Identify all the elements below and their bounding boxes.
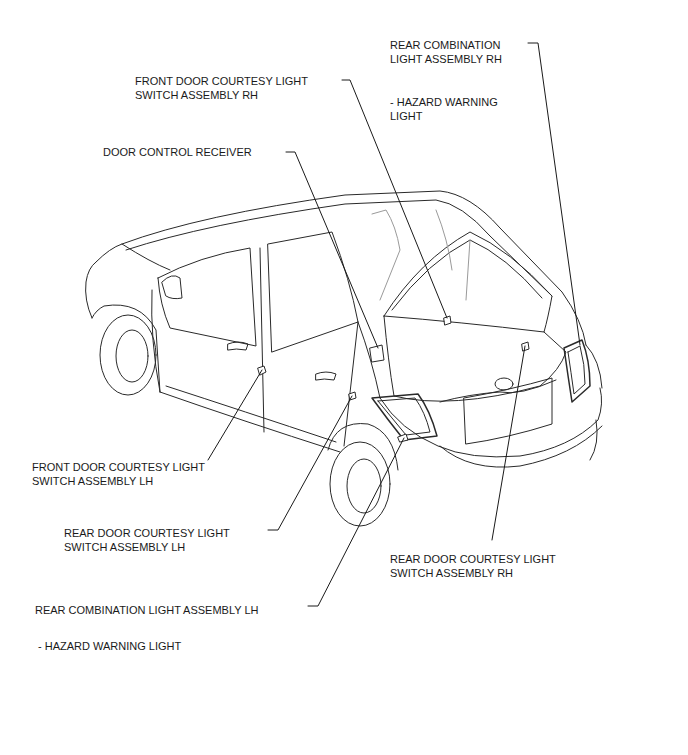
leader-lines [208,43,580,606]
tail-lights [372,340,590,440]
car-body [466,240,470,300]
car-body [464,378,552,444]
car-body [166,386,336,442]
car-body [344,322,358,446]
car-body [92,305,160,392]
part-label: REAR COMBINATION LIGHT ASSEMBLY RH [390,38,515,66]
tail-lights [372,394,437,440]
part-label: FRONT DOOR COURTESY LIGHT SWITCH ASSEMBL… [32,460,227,488]
car-body [392,240,542,310]
car-body [160,392,340,452]
car-body [122,244,170,270]
car-body [495,378,513,390]
car-body [268,232,358,352]
car-body [86,262,96,318]
function-note: - HAZARD WARNING LIGHT [38,639,181,653]
tail-lights [568,346,585,394]
car-body [158,248,256,346]
parts [522,342,529,351]
leader-lines [492,346,525,540]
parts [444,316,451,325]
function-note: - HAZARD WARNING LIGHT [390,95,515,123]
car-body [100,315,156,395]
car-body [436,210,452,270]
parts [370,345,384,362]
leader-lines [528,43,580,345]
parts [258,316,529,442]
leader-lines [268,396,352,530]
tail-lights [378,398,430,435]
part-label: REAR DOOR COURTESY LIGHT SWITCH ASSEMBLY… [390,552,585,580]
car-body [384,316,566,401]
car-body [316,372,336,380]
car-body [440,426,602,467]
car-body [96,191,586,345]
car-body [228,342,248,350]
leader-lines [208,370,262,460]
part-label: DOOR CONTROL RECEIVER [103,145,252,159]
car-body [152,290,160,392]
car-body [126,200,552,296]
part-label: REAR DOOR COURTESY LIGHT SWITCH ASSEMBLY… [64,526,259,554]
tail-lights [564,340,590,402]
car-body [347,459,381,513]
car-body [260,248,264,432]
leader-lines [286,152,378,348]
car-body [86,191,602,526]
car-body [116,330,148,382]
part-label: REAR COMBINATION LIGHT ASSEMBLY LH [35,603,259,617]
car-body [328,424,398,470]
part-label: FRONT DOOR COURTESY LIGHT SWITCH ASSEMBL… [135,74,330,102]
car-body [162,276,182,299]
car-body [590,420,597,460]
car-body [384,232,552,332]
car-body [372,210,400,300]
leader-lines [308,438,404,606]
